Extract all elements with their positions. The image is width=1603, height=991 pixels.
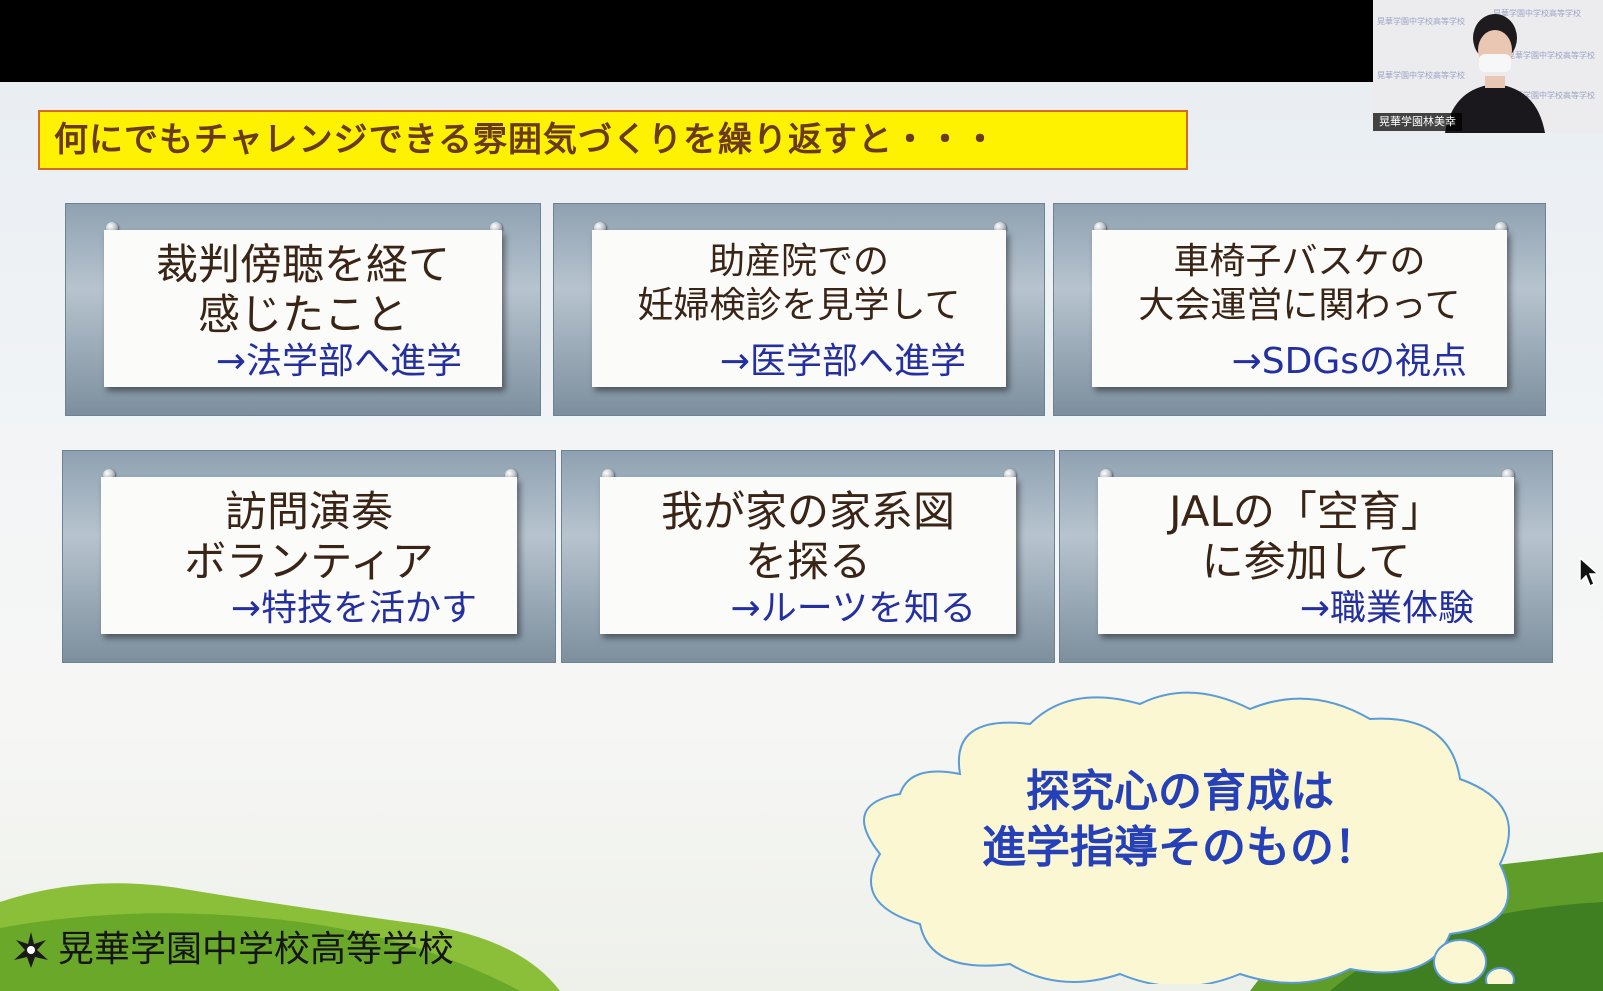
card-note: 我が家の家系図 を探る →ルーツを知る [600,477,1016,634]
card-note: 訪問演奏 ボランティア →特技を活かす [101,477,517,634]
card-title: 我が家の家系図 を探る [660,487,955,586]
card-panel: 裁判傍聴を経て 感じたこと →法学部へ進学 [65,203,541,416]
card-outcome: →特技を活かす [230,588,477,629]
card-title: 車椅子バスケの 大会運営に関わって [1138,241,1461,326]
webcam-feed: 晃華学園中学校高等学校 晃華学園中学校高等学校 晃華学園中学校高等学校 晃華学園… [1373,0,1603,133]
school-name: 晃華学園中学校高等学校 [58,929,455,970]
background-hills [0,852,1603,991]
card-note: 裁判傍聴を経て 感じたこと →法学部へ進学 [104,230,502,387]
backdrop-text: 晃華学園中学校高等学校 [1507,50,1595,60]
mouse-cursor-icon [1579,556,1598,588]
cloud-message: 探究心の育成は 進学指導そのもの！ [982,766,1378,873]
card-title: 訪問演奏 ボランティア [184,487,434,586]
card-panel: JALの「空育」 に参加して →職業体験 [1059,450,1553,663]
card-note: 車椅子バスケの 大会運営に関わって →SDGsの視点 [1092,230,1507,387]
card-title: 助産院での 妊婦検診を見学して [637,241,961,326]
card-note: JALの「空育」 に参加して →職業体験 [1098,477,1514,634]
participant-name-label: 晃華学園林美幸 [1373,113,1462,131]
card-panel: 助産院での 妊婦検診を見学して →医学部へ進学 [553,203,1045,416]
presentation-slide: 何にでもチャレンジできる雰囲気づくりを繰り返すと・・・ 裁判傍聴を経て 感じたこ… [0,82,1603,991]
top-black-bar [0,0,1603,82]
cloud-shape [863,691,1515,991]
card-panel: 我が家の家系図 を探る →ルーツを知る [561,450,1055,663]
thought-cloud: 探究心の育成は 進学指導そのもの！ [840,684,1560,991]
backdrop-text: 晃華学園中学校高等学校 [1507,90,1595,100]
school-logo-icon [14,932,48,968]
backdrop-text: 晃華学園中学校高等学校 [1493,8,1581,18]
card-title: 裁判傍聴を経て 感じたこと [155,240,450,339]
card-outcome: →職業体験 [1299,588,1474,629]
card-panel: 訪問演奏 ボランティア →特技を活かす [62,450,556,663]
card-note: 助産院での 妊婦検診を見学して →医学部へ進学 [592,230,1006,387]
card-title: JALの「空育」 に参加して [1169,487,1443,586]
backdrop-text: 晃華学園中学校高等学校 [1377,16,1465,26]
headline-banner: 何にでもチャレンジできる雰囲気づくりを繰り返すと・・・ [38,110,1188,170]
backdrop-text: 晃華学園中学校高等学校 [1377,70,1465,80]
webcam-thumbnail[interactable]: 晃華学園中学校高等学校 晃華学園中学校高等学校 晃華学園中学校高等学校 晃華学園… [1373,0,1603,133]
card-outcome: →ルーツを知る [730,588,976,629]
card-panel: 車椅子バスケの 大会運営に関わって →SDGsの視点 [1053,203,1546,416]
card-outcome: →SDGsの視点 [1231,341,1467,382]
card-outcome: →医学部へ進学 [719,341,966,382]
card-outcome: →法学部へ進学 [215,341,462,382]
